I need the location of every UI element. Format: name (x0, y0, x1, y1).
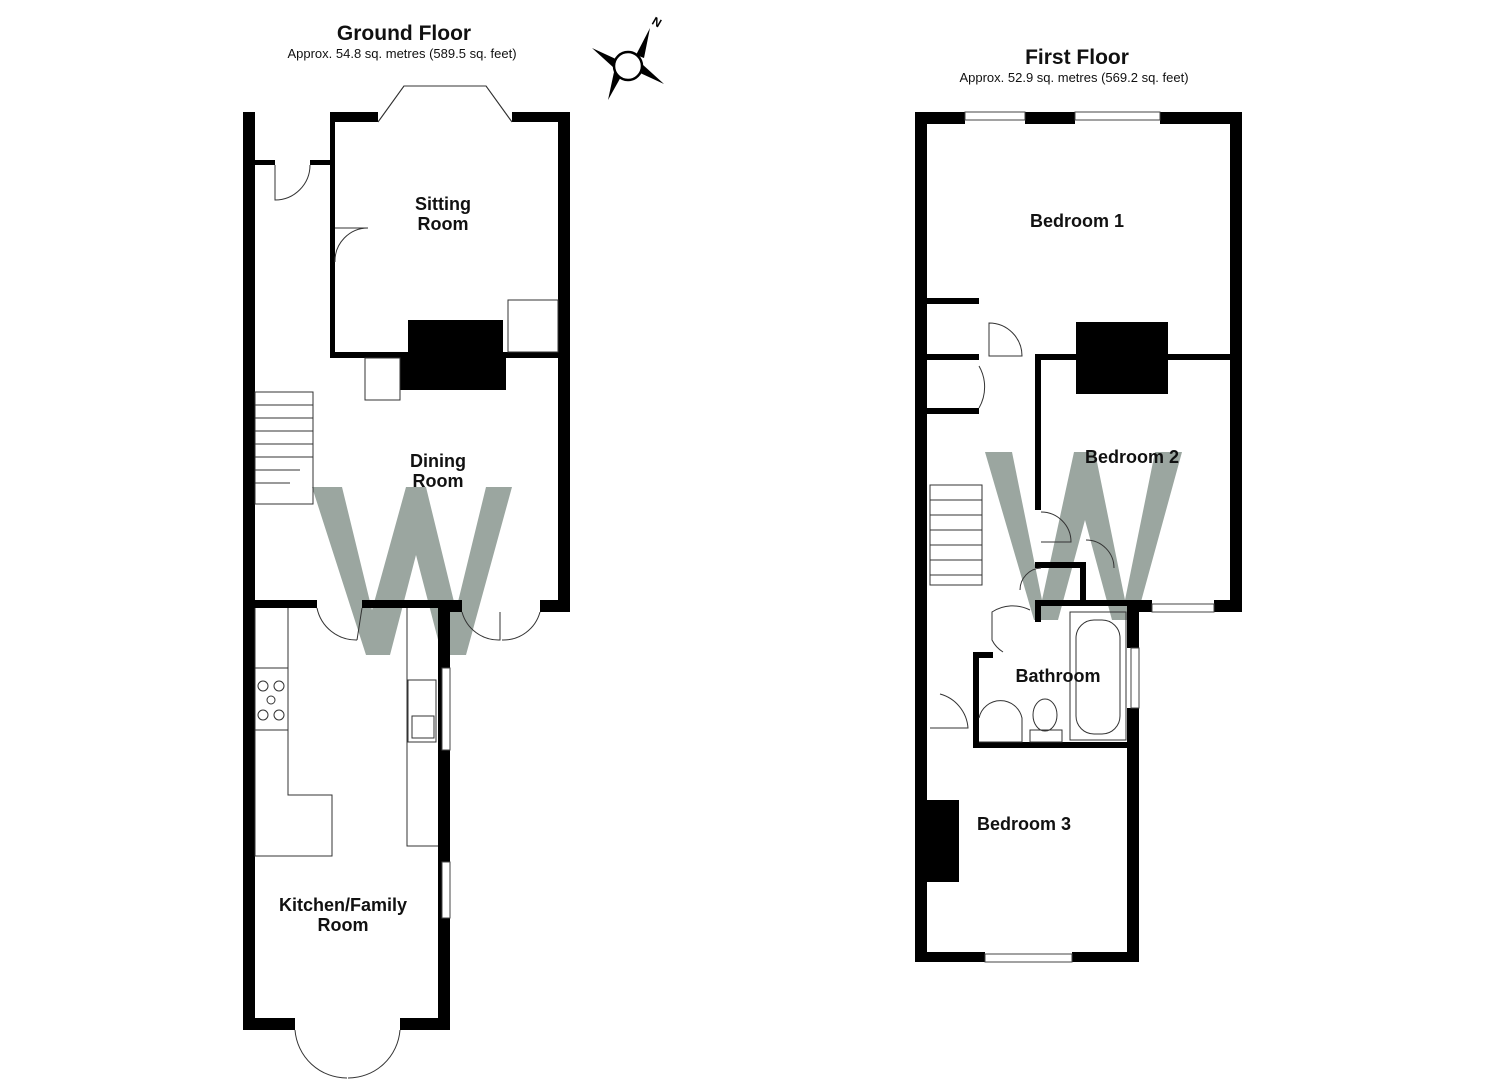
compass-icon: N (592, 14, 664, 100)
watermark-logo-ground (312, 487, 512, 655)
ground-floor-room-labels: Sitting Room Dining Room Kitchen/Family … (279, 194, 471, 935)
watermark-logo-first (985, 452, 1182, 620)
ground-floor-fixtures (254, 164, 559, 1079)
ground-floor-walls (243, 112, 570, 1030)
compass-north-label: N (650, 14, 665, 30)
first-floor-title: First Floor (1025, 46, 1129, 69)
sitting-room-label: Sitting (415, 194, 471, 214)
first-floor-fixtures (929, 111, 1215, 963)
ground-floor-title: Ground Floor (337, 22, 471, 45)
bedroom-3-label: Bedroom 3 (977, 814, 1071, 834)
sitting-room-label-2: Room (418, 214, 469, 234)
ground-floor-area: Approx. 54.8 sq. metres (589.5 sq. feet) (287, 46, 516, 61)
first-floor-area: Approx. 52.9 sq. metres (569.2 sq. feet) (959, 70, 1188, 85)
bathroom-label: Bathroom (1016, 666, 1101, 686)
first-floor-room-labels: Bedroom 1 Bedroom 2 Bathroom Bedroom 3 (977, 211, 1179, 834)
bedroom-2-label: Bedroom 2 (1085, 447, 1179, 467)
bedroom-1-label: Bedroom 1 (1030, 211, 1124, 231)
first-floor-walls (915, 112, 1242, 962)
bay-window (377, 85, 513, 123)
dining-room-label: Dining (410, 451, 466, 471)
kitchen-family-room-label: Kitchen/Family (279, 895, 407, 915)
kitchen-family-room-label-2: Room (318, 915, 369, 935)
dining-room-label-2: Room (413, 471, 464, 491)
